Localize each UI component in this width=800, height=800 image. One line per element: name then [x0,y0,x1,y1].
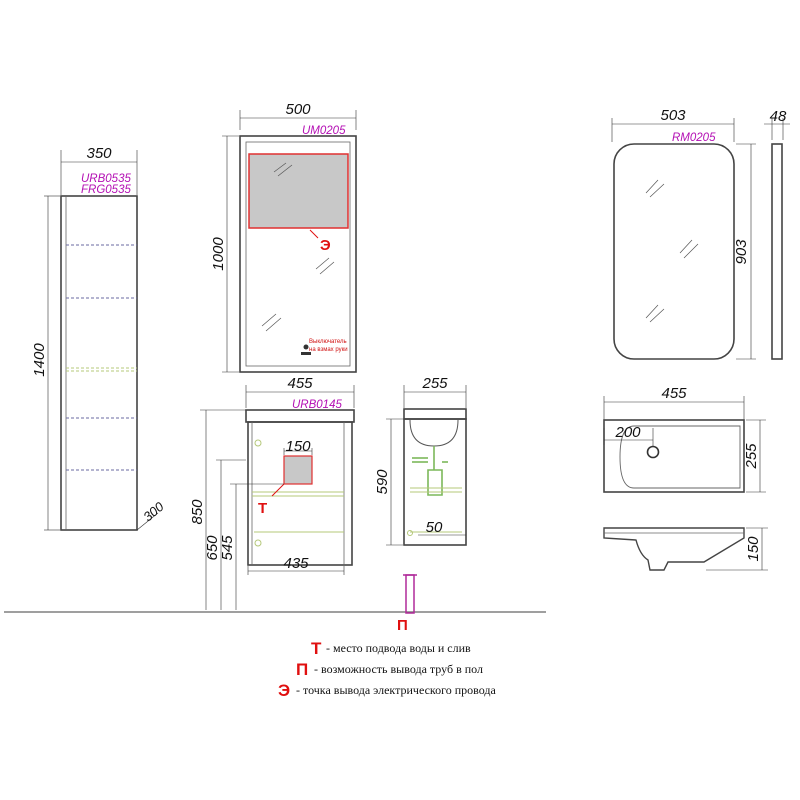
vanity-height-650: 650 [204,535,221,561]
vanity-side-depth: 255 [421,375,448,392]
water-connection-zone [283,455,313,485]
round-mirror: 503 RM0205 903 48 [611,107,790,360]
vanity-width-bottom: 435 [283,555,309,572]
led-mirror-width: 500 [285,101,311,118]
tall-cabinet-code-2: FRG0535 [81,184,131,196]
vanity-height-850: 850 [189,499,206,525]
floor-pipe: П [4,574,546,634]
led-mirror-frame [239,135,357,373]
water-zone-width: 150 [285,438,311,455]
basin-width: 455 [661,385,687,402]
tall-cabinet-body [60,195,138,531]
round-mirror-side [771,143,783,360]
switch-note-line-2: на взмах руки [309,347,348,353]
hand-wave-switch-icon [303,344,309,350]
tap-offset: 200 [614,424,641,441]
vanity-height-545: 545 [219,535,236,561]
vanity-code: URB0145 [292,399,342,411]
tall-cabinet-depth: 300 [140,498,167,524]
basin-depth: 255 [743,443,760,470]
electric-marker: Э [320,237,331,254]
tall-cabinet: 350 URB0535 FRG0535 1400 300 [31,145,167,531]
legend-text-water: - место подвода воды и слив [326,641,471,655]
water-marker: Т [258,500,267,517]
round-mirror-body [613,143,735,360]
switch-note-line-1: Выключатель [309,339,347,345]
tall-cabinet-code-1: URB0535 [81,173,131,185]
vanity-side: 255 590 50 [374,375,467,546]
round-mirror-thickness: 48 [770,108,787,125]
basin-top-side [403,408,467,420]
led-mirror-code: UM0205 [302,125,346,137]
legend-mark-floor: П [296,660,308,679]
mirror-electric-zone [248,153,349,229]
basin-top-front [245,409,355,423]
legend-mark-water: Т [311,639,322,658]
vanity-front: 455 URB0145 150 Т 850 650 545 435 [189,375,355,610]
floor-pipe-marker: П [397,617,408,634]
round-mirror-width: 503 [660,107,686,124]
vanity-side-body [403,418,467,546]
legend-text-floor: - возможность вывода труб в пол [314,662,483,676]
round-mirror-height: 903 [733,239,750,265]
led-mirror-height: 1000 [210,237,227,271]
round-mirror-code: RM0205 [672,132,716,144]
basin-top-outline [603,419,745,493]
basin-side-outline [603,527,745,571]
led-mirror: 500 UM0205 Э Выключатель на взмах руки 1… [210,101,357,373]
tap-hole-icon [646,445,660,459]
floor-pipe-icon [405,574,415,614]
legend: Т - место подвода воды и слив П - возмож… [278,639,497,700]
legend-mark-electric: Э [278,681,290,700]
tall-cabinet-width: 350 [86,145,112,162]
tall-cabinet-height: 1400 [31,343,48,377]
vanity-side-height: 590 [374,469,391,495]
basin-top-view: 455 200 255 [603,385,766,493]
vanity-body [247,421,353,566]
basin-height: 150 [745,536,762,562]
vanity-plinth: 50 [426,519,443,536]
vanity-width-top: 455 [287,375,313,392]
basin-side-view: 150 [603,527,768,571]
legend-text-electric: - точка вывода электрического провода [296,683,497,697]
siphon-icon [412,446,448,496]
